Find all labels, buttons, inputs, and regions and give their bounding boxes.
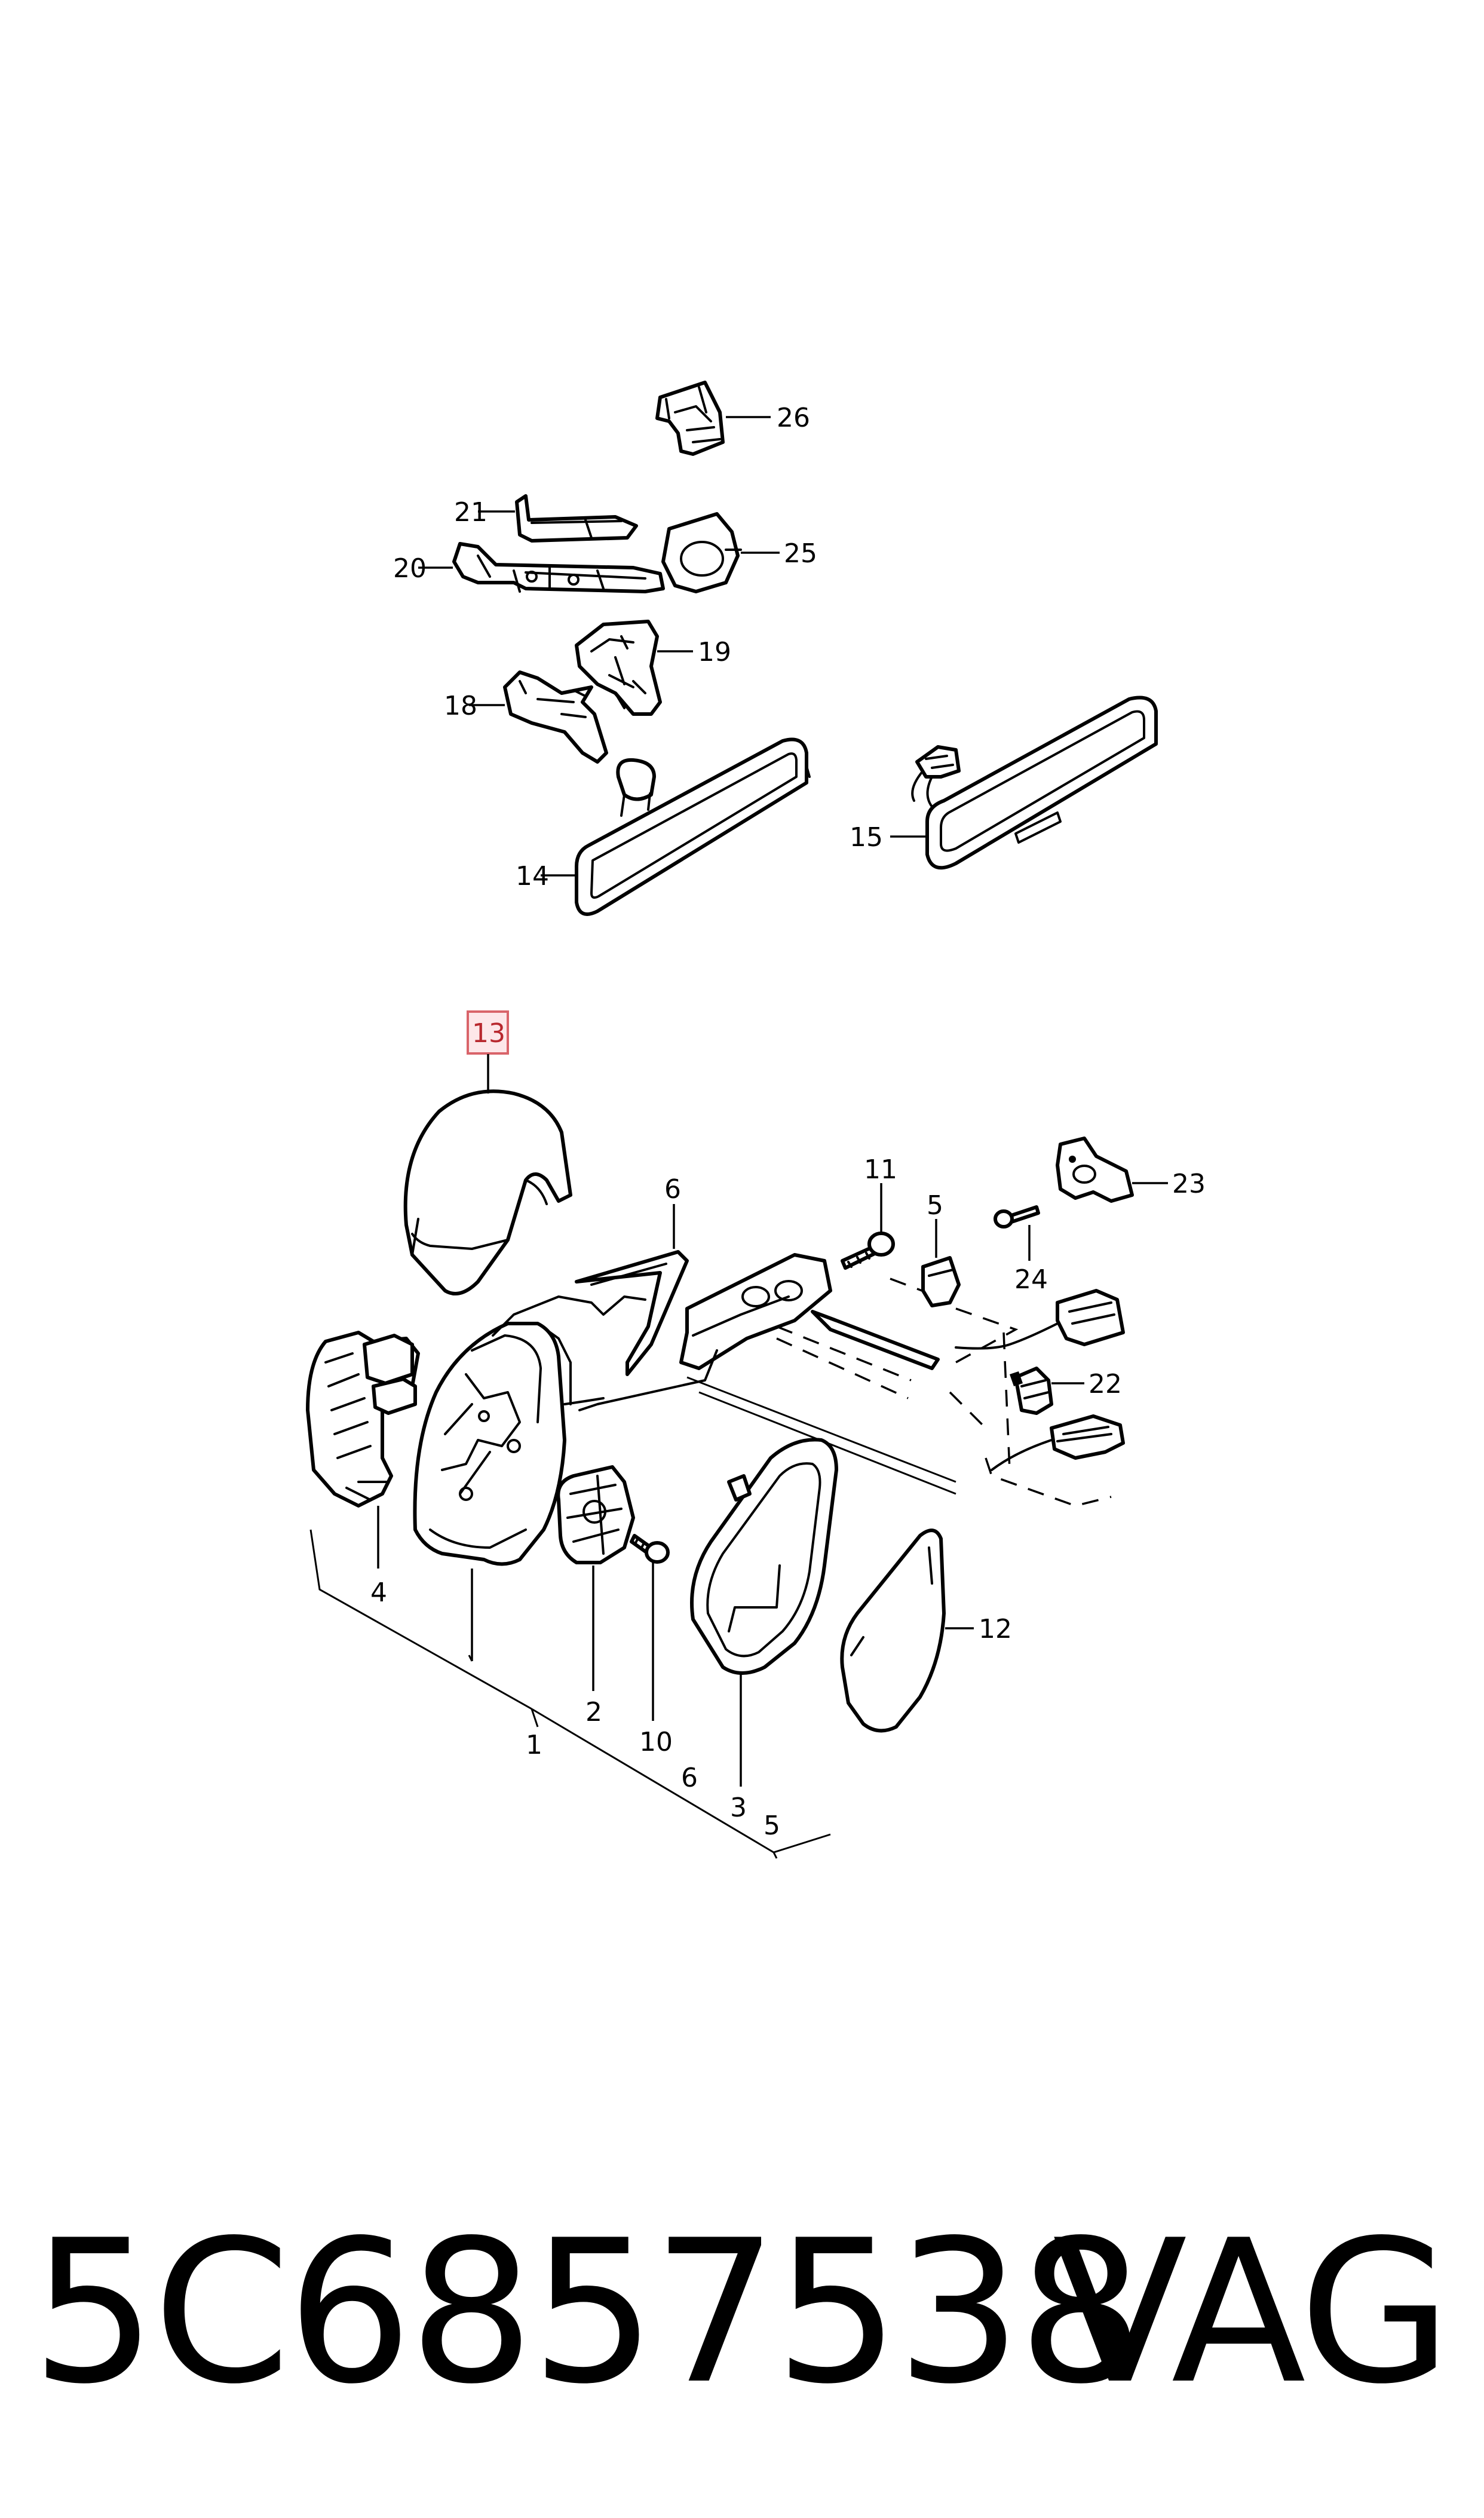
part-10-screw[interactable] [630,1534,670,1564]
callout-1[interactable]: 1 [526,1730,542,1760]
part-number: 5C6857538 [31,2198,1143,2427]
callout-4[interactable]: 4 [370,1577,387,1608]
callout-22[interactable]: 22 [1089,1369,1122,1399]
callout-11[interactable]: 11 [864,1154,897,1185]
callout-2[interactable]: 2 [585,1697,602,1727]
callout-26[interactable]: 26 [777,403,810,433]
part-24-screw[interactable] [994,1205,1040,1229]
callout-13-highlight-box [467,1010,509,1055]
callout-6-bottom[interactable]: 6 [681,1763,698,1793]
part-22-sensor[interactable] [1010,1367,1053,1415]
part-3-glass-carrier[interactable] [690,1438,838,1675]
part-15-auto-dimming-mirror[interactable] [911,696,1158,870]
callout-3[interactable]: 3 [730,1793,747,1823]
part-2-actuator[interactable] [556,1465,635,1564]
part-5-plug[interactable] [921,1256,961,1307]
callout-12[interactable]: 12 [979,1614,1012,1644]
part-4-turn-signal[interactable] [306,1331,420,1508]
callout-24[interactable]: 24 [1014,1264,1048,1295]
part-23-cover[interactable] [1056,1137,1134,1203]
callout-14[interactable]: 14 [516,861,549,892]
callout-13[interactable]: 13 [472,1018,505,1049]
brand-label: VAG [1052,2198,1452,2427]
callout-21[interactable]: 21 [454,497,487,528]
connector-lower[interactable] [991,1414,1125,1471]
part-19-cover[interactable] [575,620,662,716]
part-14-interior-mirror[interactable] [575,737,811,916]
part-6-mirror-base[interactable] [575,1250,940,1411]
callout-23[interactable]: 23 [1172,1169,1206,1199]
callout-10[interactable]: 10 [639,1727,673,1757]
part-21-bracket[interactable] [515,494,638,543]
callout-6-top[interactable]: 6 [664,1174,681,1205]
part-18-cover[interactable] [503,670,608,764]
part-25-cover[interactable] [661,512,742,593]
part-20-bracket[interactable] [452,542,665,593]
part-1-mirror-housing[interactable] [413,1295,646,1566]
callout-20[interactable]: 20 [393,553,427,584]
part-13-mirror-cap[interactable] [403,1089,572,1295]
callout-25[interactable]: 25 [784,538,817,569]
part-11-screw[interactable] [841,1232,895,1270]
callout-5-top[interactable]: 5 [927,1190,943,1221]
part-12-mirror-glass[interactable] [840,1528,946,1733]
connector-upper[interactable] [955,1289,1125,1350]
callout-19[interactable]: 19 [698,637,731,667]
callout-18[interactable]: 18 [444,691,477,721]
callout-5-bottom[interactable]: 5 [764,1811,780,1841]
callout-15[interactable]: 15 [850,822,883,853]
part-26-clip[interactable] [655,381,725,456]
